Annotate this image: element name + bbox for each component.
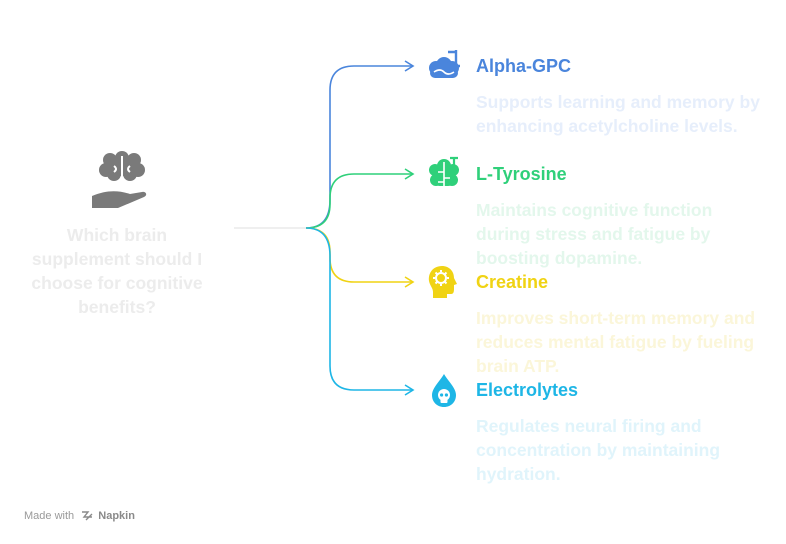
branch-description: Improves short-term memory and reduces m… — [476, 308, 756, 376]
made-with-label: Made with — [24, 510, 75, 522]
arrow-creatine — [404, 276, 415, 288]
branch-title: L-Tyrosine — [476, 164, 567, 184]
arrow-l-tyrosine — [404, 168, 415, 180]
connector-creatine — [305, 227, 412, 283]
made-with-napkin-footer: Made with Napkin — [24, 509, 135, 522]
water-drop-skull-icon — [426, 372, 462, 408]
brain-circuit-icon — [426, 156, 462, 192]
connector-electrolytes — [305, 227, 412, 391]
arrow-electrolytes — [404, 384, 415, 396]
root-question: Which brain supplement should I choose f… — [31, 225, 203, 317]
branch-title: Creatine — [476, 272, 549, 292]
branch-description: Maintains cognitive function during stre… — [476, 200, 713, 268]
branch-description: Supports learning and memory by enhancin… — [476, 92, 760, 136]
connector-alpha-gpc — [305, 65, 412, 229]
brain-scale-icon — [426, 48, 462, 84]
arrow-alpha-gpc — [404, 60, 415, 72]
head-gear-icon — [426, 264, 462, 300]
branch-description: Regulates neural firing and concentratio… — [476, 416, 721, 484]
connector-l-tyrosine — [305, 173, 412, 229]
branch-title: Alpha-GPC — [476, 56, 572, 76]
brain-hand-icon — [88, 150, 152, 214]
napkin-brand: Napkin — [98, 510, 135, 522]
branch-title: Electrolytes — [476, 380, 579, 400]
napkin-logo-icon — [81, 509, 93, 521]
